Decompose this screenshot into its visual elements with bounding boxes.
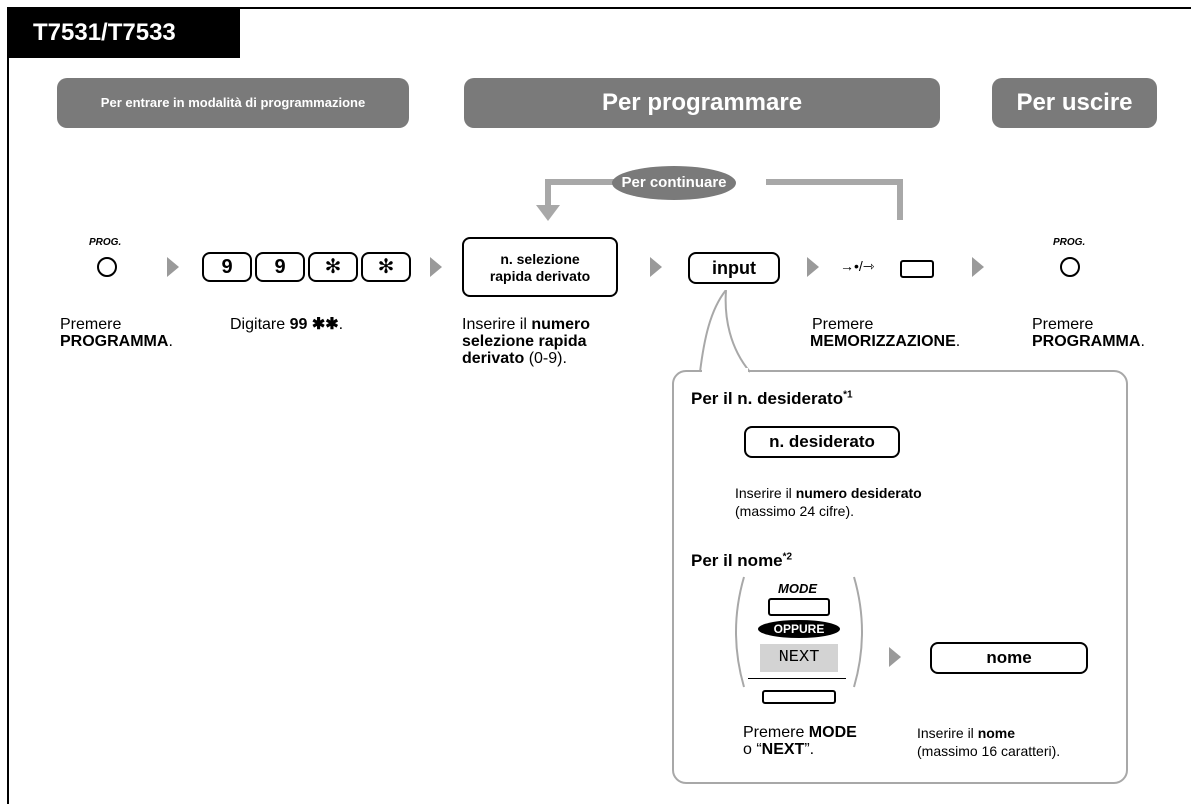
continue-loop-connector [536,179,903,221]
desired-title: Per il n. desiderato*1 [691,389,853,409]
step3-derivato: derivato [462,350,525,367]
step3-selezione: selezione rapida [462,333,587,350]
step1-press: Premere [60,316,122,333]
step6-text: Premere PROGRAMMA. [1032,316,1145,350]
step2-code: 99 ✱✱ [289,316,339,333]
flow-arrow-5 [972,257,984,277]
desired-max: (massimo 24 cifre). [735,503,855,519]
speed-dial-line1: n. selezione [500,251,580,267]
speed-dial-line2: rapida derivato [489,268,591,284]
mode-next-bracket [735,576,863,688]
speed-dial-key[interactable]: n. selezione rapida derivato [462,237,618,297]
step5-press: Premere [812,316,874,333]
step5-period: . [955,333,961,350]
continue-oval: Per continuare [612,166,736,200]
step3-insert: Inserire il [462,316,532,333]
key-star-b[interactable]: ✻ [361,252,411,282]
step3-numero: numero [531,316,591,333]
key-9-a[interactable]: 9 [202,252,252,282]
callout-pointer [699,290,751,374]
name-title-text: Per il nome [691,551,783,570]
step2-digitare: Digitare [230,316,290,333]
desired-bold: numero desiderato [795,485,922,501]
step1-period: . [168,333,173,350]
name-max: (massimo 16 caratteri). [917,743,1061,759]
step1-text: Premere PROGRAMMA. [60,316,173,350]
key-9-b[interactable]: 9 [255,252,305,282]
oppure-badge: OPPURE [758,620,840,638]
diagram-frame [7,7,1191,804]
store-button[interactable] [900,260,934,278]
mode-o: o “ [743,741,762,758]
next-bold: NEXT [761,741,805,758]
section-exit: Per uscire [992,78,1157,128]
name-desc: Inserire il nome (massimo 16 caratteri). [917,724,1060,760]
mode-o-end: ”. [804,741,815,758]
section-enter: Per entrare in modalità di programmazion… [57,78,409,128]
step1-programma: PROGRAMMA [60,333,169,350]
section-program: Per programmare [464,78,940,128]
desired-insert: Inserire il [735,485,796,501]
step2-text: Digitare 99 ✱✱. [230,316,343,333]
next-button[interactable] [762,690,836,704]
desired-desc: Inserire il numero desiderato (massimo 2… [735,484,922,520]
mode-button[interactable] [768,598,830,616]
name-insert: Inserire il [917,725,978,741]
step5-text: Premere MEMORIZZAZIONE. [810,316,960,350]
step6-period: . [1140,333,1145,350]
mode-label: MODE [778,581,817,596]
mode-desc: Premere MODE o “NEXT”. [743,724,857,758]
step3-text: Inserire il numero selezione rapida deri… [462,316,590,367]
next-divider [748,678,846,679]
prog-label-1: PROG. [89,237,122,248]
name-footnote: *2 [782,551,793,563]
mode-bold: MODE [808,724,857,741]
next-display: NEXT [760,644,838,672]
desired-footnote: *1 [843,389,853,401]
step6-programma: PROGRAMMA [1032,333,1141,350]
step2-period: . [338,316,344,333]
name-bold: nome [977,725,1016,741]
prog-label-2: PROG. [1053,237,1086,248]
flow-arrow-1 [167,257,179,277]
prog-button-2[interactable] [1060,257,1080,277]
step5-memorizzazione: MEMORIZZAZIONE [810,333,956,350]
flow-arrow-4 [807,257,819,277]
input-key[interactable]: input [688,252,780,284]
mode-press: Premere [743,724,809,741]
store-icon: →•/⇾ [840,258,875,274]
name-key[interactable]: nome [930,642,1088,674]
name-title: Per il nome*2 [691,551,792,571]
flow-arrow-3 [650,257,662,277]
desired-title-text: Per il n. desiderato [691,389,844,408]
step3-range: (0-9). [524,350,567,367]
key-star-a[interactable]: ✻ [308,252,358,282]
prog-button-1[interactable] [97,257,117,277]
model-tab: T7531/T7533 [8,8,240,58]
desired-number-key[interactable]: n. desiderato [744,426,900,458]
flow-arrow-6 [889,647,901,667]
step6-press: Premere [1032,316,1094,333]
flow-arrow-2 [430,257,442,277]
